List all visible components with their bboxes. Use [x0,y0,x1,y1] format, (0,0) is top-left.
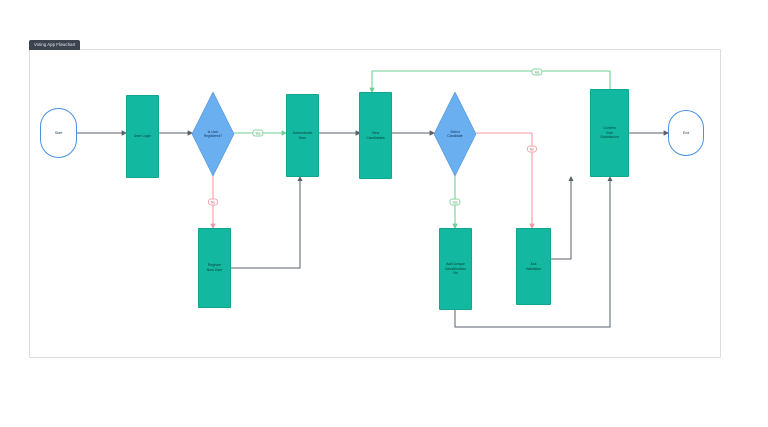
node-view-candidates[interactable]: View Candidates [359,92,392,179]
node-authenticate-user-label: Authenticate User [292,130,313,140]
node-select-candidate[interactable]: Select Candidate [434,92,476,176]
diamond-shape-select [434,92,476,176]
diagram-title-label: Voting App Flowchart [34,42,76,47]
edge-label-registered-no: No [207,198,219,206]
node-start[interactable]: Start [40,108,77,158]
node-register-new-user-label: Register New User [206,263,223,272]
node-end-label: End [682,130,690,135]
diagram-title-tab[interactable]: Voting App Flowchart [29,40,81,50]
node-is-registered-label: Is User Registered? [203,129,223,138]
node-register-new-user[interactable]: Register New User [198,228,231,308]
diamond-shape-registered [192,92,234,176]
node-end[interactable]: End [668,110,704,156]
edge-label-select-no: No [526,145,538,153]
node-view-candidates-label: View Candidates [366,130,385,140]
node-ask-validation-label: Ask Validation [525,261,542,271]
node-confirm-vote-submission[interactable]: Confirm Vote Submission [590,89,629,177]
node-confirm-vote-submission-label: Confirm Vote Submission [600,126,619,140]
node-select-candidate-label: Select Candidate [447,129,463,138]
edge-label-registered-yes: Yes [252,129,264,137]
node-ask-validation[interactable]: Ask Validation [516,228,551,305]
edge-label-top-loop-yes: Yes [531,68,543,76]
edge-label-select-yes: Yes [449,198,461,206]
node-start-label: Start [54,130,63,135]
node-user-login[interactable]: User Login [126,95,159,178]
node-is-registered[interactable]: Is User Registered? [192,92,234,176]
node-add-unique-identification-label: Add Unique Identification No [445,262,466,276]
node-add-unique-identification[interactable]: Add Unique Identification No [439,228,472,310]
node-authenticate-user[interactable]: Authenticate User [286,94,319,177]
node-user-login-label: User Login [133,134,152,139]
